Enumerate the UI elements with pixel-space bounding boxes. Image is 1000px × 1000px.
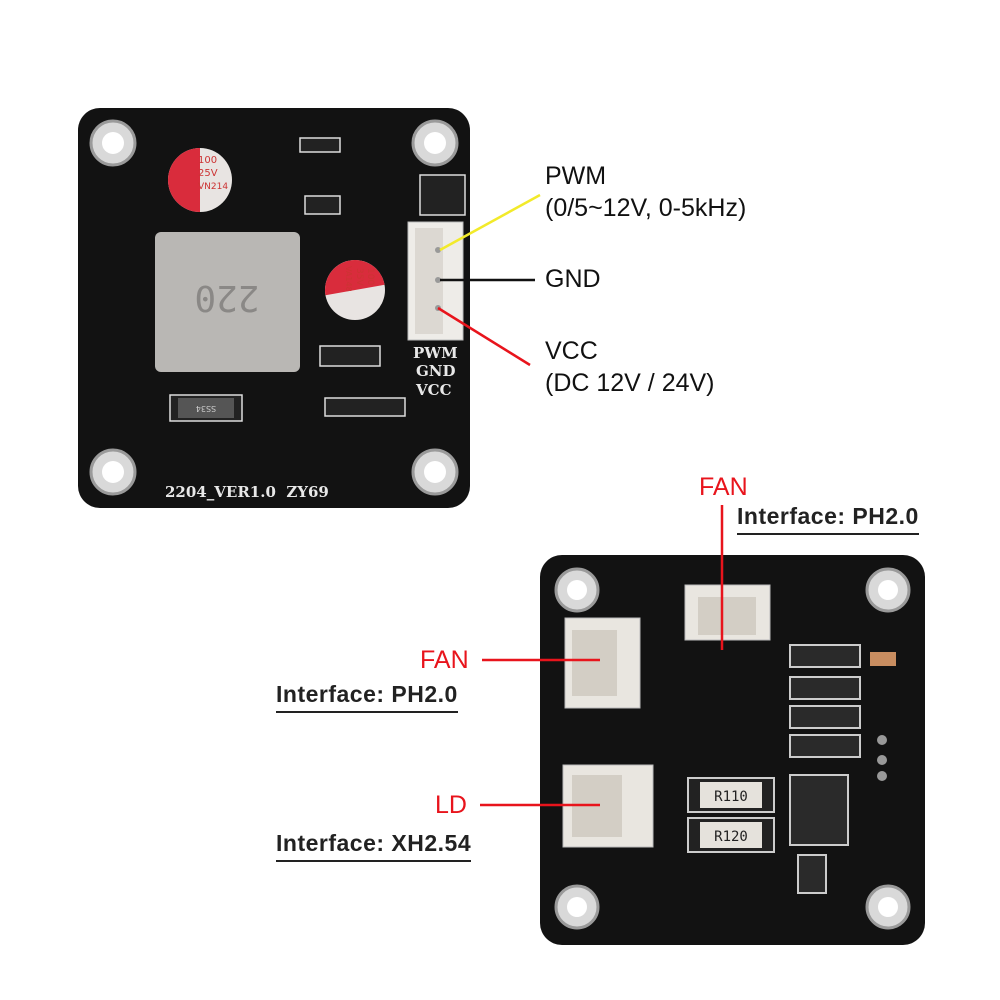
fan-connector-left <box>564 617 641 709</box>
cap2-code: VA148 <box>344 266 353 292</box>
vcc-label: VCC <box>545 337 598 365</box>
vcc-leader-line <box>437 306 531 367</box>
fan-top-interface: Interface: PH2.0 <box>737 503 919 535</box>
diode-label: SS34 <box>196 404 216 413</box>
gnd-label: GND <box>545 265 601 293</box>
capacitor-1: 100 25V VN214 <box>168 148 232 212</box>
svg-text:R110: R110 <box>714 789 748 805</box>
svg-text:VN214: VN214 <box>198 182 228 192</box>
fan-left-label: FAN <box>420 646 469 674</box>
silk-pwm: PWM <box>413 344 458 362</box>
top-board: 220 100 25V VN214 100 35V VA148 SS34 <box>78 108 541 508</box>
board-version: 2204_VER1.0 ZY69 <box>165 483 329 501</box>
inductor-label: 220 <box>194 277 259 318</box>
fan-connector-top <box>684 584 771 641</box>
svg-text:100: 100 <box>198 155 217 166</box>
fan-left-interface: Interface: PH2.0 <box>276 681 458 713</box>
svg-text:R120: R120 <box>714 829 748 845</box>
pwm-label: PWM <box>545 162 607 190</box>
ld-interface: Interface: XH2.54 <box>276 830 472 862</box>
resistors: R110 R120 <box>687 777 775 853</box>
silk-gnd: GND <box>416 362 456 380</box>
pwm-detail: (0/5~12V, 0-5kHz) <box>545 194 747 222</box>
pwm-leader-line <box>439 193 541 252</box>
silk-vcc: VCC <box>415 381 452 399</box>
bottom-board: R110 R120 <box>480 505 925 945</box>
ld-label: LD <box>435 791 467 819</box>
cap2-value: 100 <box>365 268 375 285</box>
svg-text:25V: 25V <box>198 168 218 179</box>
cap2-voltage: 35V <box>354 268 364 286</box>
capacitor-2: 100 35V VA148 <box>325 260 385 320</box>
vcc-detail: (DC 12V / 24V) <box>545 369 715 397</box>
fan-top-label: FAN <box>699 473 748 501</box>
mounting-hole <box>89 119 459 496</box>
inductor: 220 <box>155 232 300 372</box>
